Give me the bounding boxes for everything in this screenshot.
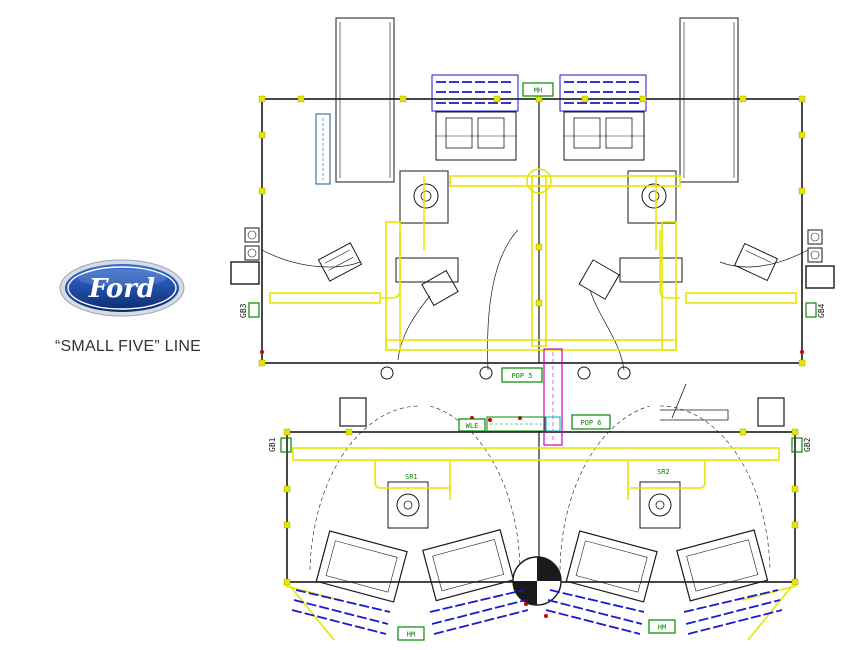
top-conveyor-left — [431, 74, 519, 112]
lower-node-markers — [283, 428, 799, 586]
tag-gb2: GB2 — [791, 437, 812, 453]
upper-node-markers — [258, 95, 806, 367]
tag-pop6: POP 6 — [571, 414, 611, 430]
upper-tool-far-right — [733, 242, 779, 282]
tag-pop5: POP 5 — [501, 367, 543, 383]
lower-conveyors — [291, 589, 783, 635]
tag-mh: MH — [522, 82, 554, 97]
tag-mh-label: MH — [534, 87, 542, 95]
upper-walkways — [269, 168, 797, 351]
upper-cell — [230, 17, 835, 380]
tag-pop5-label: POP 5 — [511, 372, 532, 380]
ford-logo: Ford — [58, 258, 186, 318]
top-conveyor-right — [559, 74, 647, 112]
tag-hm-left: HM — [397, 626, 425, 641]
tag-hm-left-label: HM — [407, 631, 415, 639]
tag-wle: WLE — [458, 418, 486, 432]
tag-wle-label: WLE — [466, 422, 479, 430]
tag-sr2-label: SR2 — [657, 468, 670, 476]
lower-fixture-2 — [422, 528, 515, 602]
upper-tool-mid — [421, 269, 459, 307]
wle-conveyor — [486, 416, 561, 432]
tag-gb3: GB3 — [239, 302, 260, 318]
tag-hm-right: HM — [648, 619, 676, 634]
tag-pop6-label: POP 6 — [580, 419, 601, 427]
tag-gb2-label: GB2 — [803, 437, 812, 452]
line-title: “SMALL FIVE” LINE — [55, 338, 201, 355]
upper-tool-left — [317, 242, 363, 282]
upper-tool-right — [578, 259, 620, 300]
tag-gb4: GB4 — [805, 302, 826, 318]
origin-symbol — [512, 556, 562, 606]
tag-gb3-label: GB3 — [239, 303, 248, 318]
lower-fixture-4 — [676, 529, 769, 602]
tag-sr1-label: SR1 — [405, 473, 418, 481]
tag-hm-right-label: HM — [658, 624, 666, 632]
lower-fixture-3 — [565, 530, 658, 603]
ford-logo-wordmark: Ford — [88, 274, 155, 304]
tag-gb1: GB1 — [268, 437, 292, 453]
lower-walkways — [285, 447, 797, 641]
tag-sr2: SR2 — [657, 468, 670, 476]
tag-gb4-label: GB4 — [817, 303, 826, 318]
tag-gb1-label: GB1 — [268, 437, 277, 452]
lower-fixture-1 — [315, 530, 408, 603]
tag-sr1: SR1 — [405, 473, 418, 481]
